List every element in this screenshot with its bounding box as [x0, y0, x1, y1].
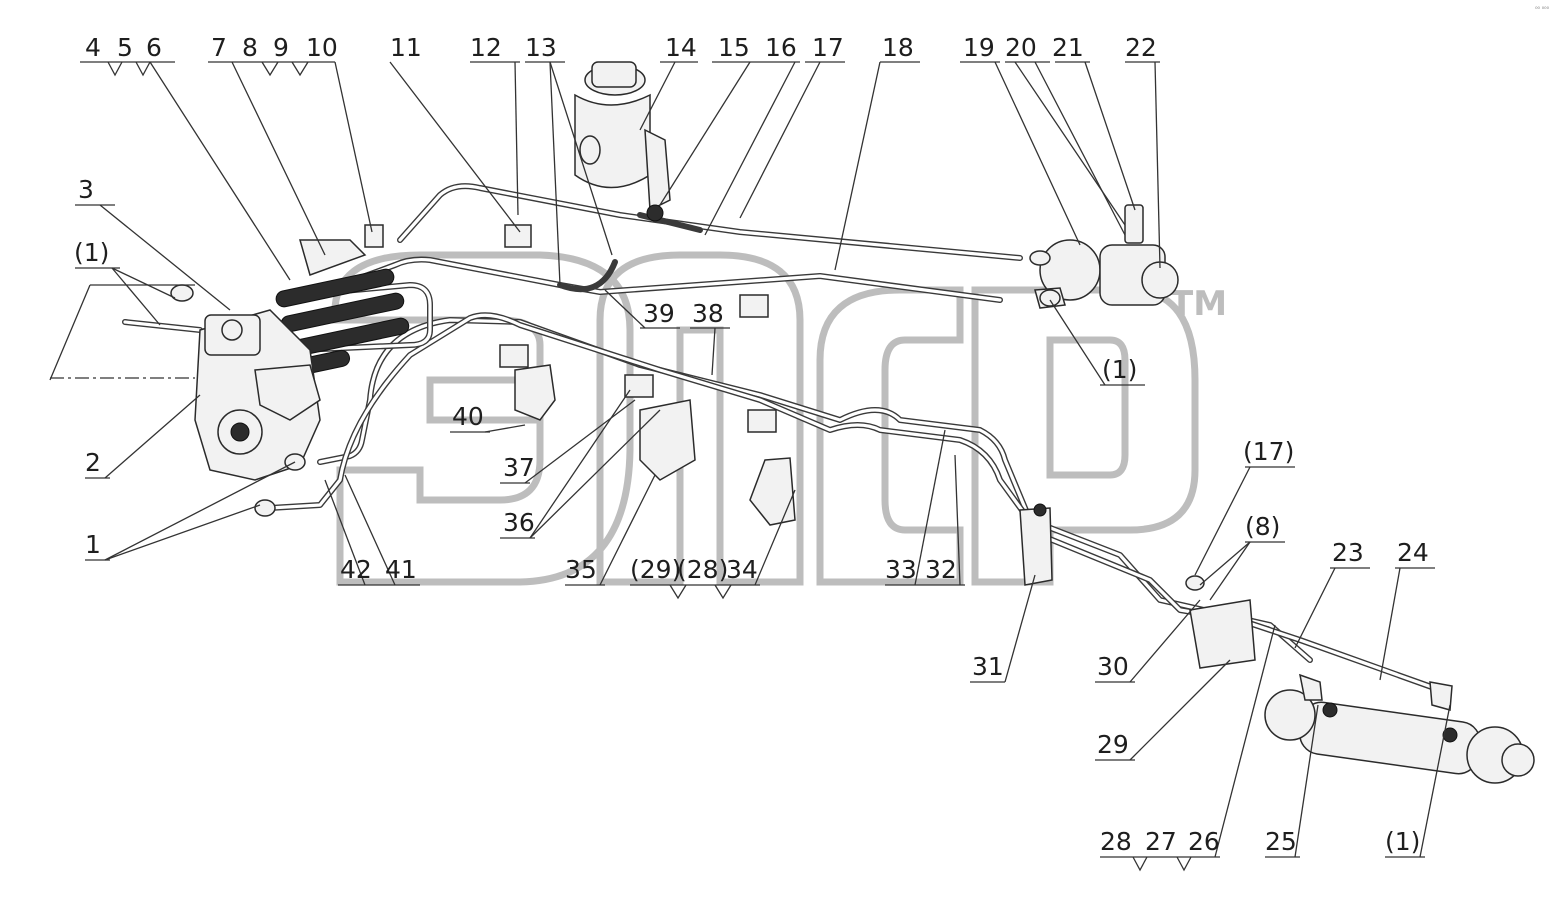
label-36: 36	[503, 508, 535, 537]
steering-pump	[1034, 204, 1179, 309]
label-1: 1	[85, 530, 101, 559]
label-1-ref-right: (1)	[1102, 355, 1137, 384]
pipe-lines	[122, 183, 1443, 693]
label-41: 41	[385, 555, 417, 584]
label-8: 8	[242, 33, 258, 62]
label-34: 34	[726, 555, 758, 584]
label-39: 39	[643, 299, 675, 328]
pipe-left-stub	[122, 319, 203, 333]
steering-gear	[194, 309, 321, 481]
label-42: 42	[340, 555, 372, 584]
label-18: 18	[882, 33, 914, 62]
brackets-and-clamps	[170, 224, 1256, 669]
label-19: 19	[963, 33, 995, 62]
watermark-tm: TM	[1170, 284, 1227, 324]
label-32: 32	[925, 555, 957, 584]
corner-mark: ⁰⁰ ⁰⁰⁰	[1535, 6, 1549, 13]
label-15: 15	[718, 33, 750, 62]
label-22: 22	[1125, 33, 1157, 62]
label-40: 40	[452, 402, 484, 431]
label-17: 17	[812, 33, 844, 62]
callout-labels: 4 5 6 7 8 9 10 11 12 13 14 15 16 17 18 1…	[74, 33, 1429, 856]
label-12: 12	[470, 33, 502, 62]
label-20: 20	[1005, 33, 1037, 62]
oil-cooler	[275, 268, 410, 377]
steering-cylinder	[1264, 673, 1535, 784]
label-24: 24	[1397, 538, 1429, 567]
label-13: 13	[525, 33, 557, 62]
label-10: 10	[306, 33, 338, 62]
label-33: 33	[885, 555, 917, 584]
pipe-main-long-2	[267, 312, 1443, 693]
label-1-ref-bottom: (1)	[1385, 827, 1420, 856]
label-31: 31	[972, 652, 1004, 681]
label-7: 7	[211, 33, 227, 62]
label-8-ref: (8)	[1245, 512, 1280, 541]
oil-reservoir	[574, 61, 671, 222]
pipe-upper-return	[397, 183, 1023, 261]
label-16: 16	[765, 33, 797, 62]
label-3: 3	[78, 175, 94, 204]
label-21: 21	[1052, 33, 1084, 62]
label-38: 38	[692, 299, 724, 328]
label-28: 28	[1100, 827, 1132, 856]
label-1-ref-top: (1)	[74, 238, 109, 267]
label-27: 27	[1145, 827, 1177, 856]
label-6: 6	[146, 33, 162, 62]
label-5: 5	[117, 33, 133, 62]
pipe-main-long-1	[317, 317, 1313, 663]
label-2: 2	[85, 448, 101, 477]
label-26: 26	[1188, 827, 1220, 856]
label-30: 30	[1097, 652, 1129, 681]
label-28-ref: (28)	[677, 555, 728, 584]
label-17-ref: (17)	[1243, 437, 1294, 466]
label-23: 23	[1332, 538, 1364, 567]
leader-lines	[49, 61, 1451, 872]
label-35: 35	[565, 555, 597, 584]
label-11: 11	[390, 33, 422, 62]
pipe-steering-loop	[297, 282, 433, 353]
label-25: 25	[1265, 827, 1297, 856]
label-37: 37	[503, 453, 535, 482]
label-9: 9	[273, 33, 289, 62]
label-14: 14	[665, 33, 697, 62]
label-4: 4	[85, 33, 101, 62]
label-29-ref: (29)	[630, 555, 681, 584]
pipe-upper-pressure	[297, 256, 1003, 303]
label-29: 29	[1097, 730, 1129, 759]
